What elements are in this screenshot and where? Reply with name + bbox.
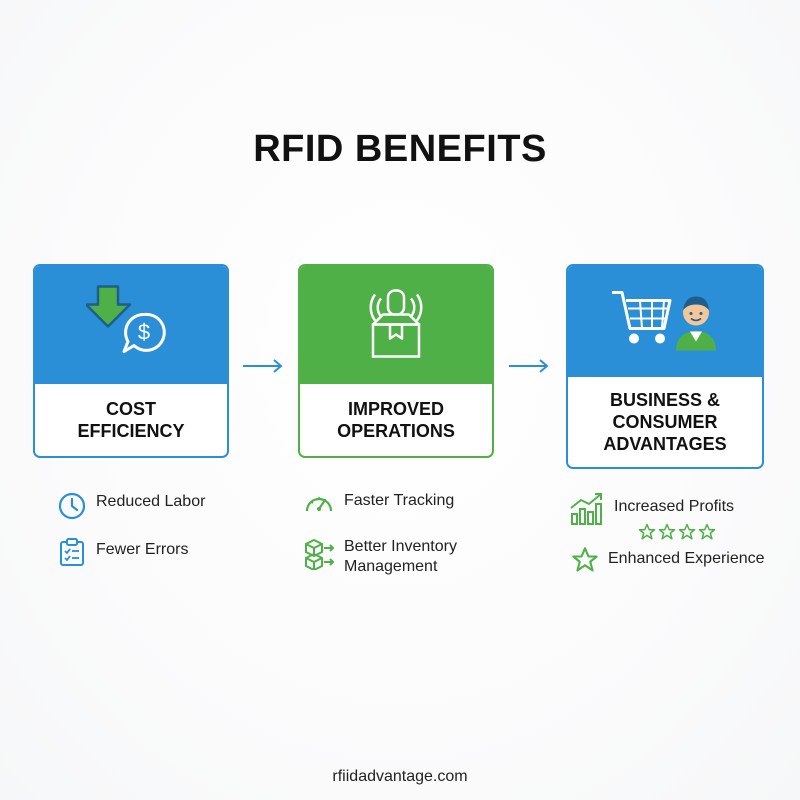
boxes-icon [305, 538, 335, 570]
benefit-increased-profits: Increased Profits [569, 492, 734, 526]
card-improved-operations: IMPROVED OPERATIONS [298, 264, 494, 458]
rating-stars [638, 523, 716, 541]
cost-icon-group: $ [84, 283, 176, 368]
card-cost-efficiency: $ COST EFFICIENCY [33, 264, 229, 458]
clock-icon [58, 492, 86, 520]
benefit-reduced-labor: Reduced Labor [57, 491, 205, 521]
card-business-consumer-advantages: BUSINESS & CONSUMER ADVANTAGES [566, 264, 764, 469]
benefit-enhanced-experience: Enhanced Experience [571, 546, 765, 574]
benefit-fewer-errors: Fewer Errors [57, 537, 188, 567]
page-title: RFID BENEFITS [253, 128, 547, 170]
star-outline-icon [678, 523, 696, 540]
svg-text:$: $ [138, 320, 150, 345]
card-label: BUSINESS & CONSUMER ADVANTAGES [603, 390, 727, 454]
card-header [300, 266, 492, 384]
card-label: COST EFFICIENCY [77, 399, 185, 441]
customer-icon [676, 296, 716, 350]
speedometer-icon [305, 497, 333, 512]
dollar-chat-icon: $ [122, 312, 166, 353]
down-arrow-icon [84, 285, 132, 328]
benefit-faster-tracking: Faster Tracking [303, 487, 454, 517]
star-outline-icon [638, 523, 656, 540]
card-header [568, 266, 762, 377]
benefit-better-inventory-management: Better Inventory Management [303, 536, 457, 577]
star-icon [572, 547, 598, 572]
card-label: IMPROVED OPERATIONS [337, 399, 455, 441]
growth-chart-icon [570, 493, 602, 525]
rfid-package-icon [361, 285, 431, 366]
right-arrow-icon [509, 359, 549, 373]
star-outline-icon [698, 523, 716, 540]
card-header: $ [35, 266, 227, 384]
shopping-cart-icon [612, 290, 672, 343]
checklist-icon [60, 538, 84, 566]
commerce-icon-group [610, 284, 720, 359]
star-outline-icon [658, 523, 676, 540]
right-arrow-icon [243, 359, 283, 373]
footer-url: rfiidadvantage.com [332, 768, 468, 785]
